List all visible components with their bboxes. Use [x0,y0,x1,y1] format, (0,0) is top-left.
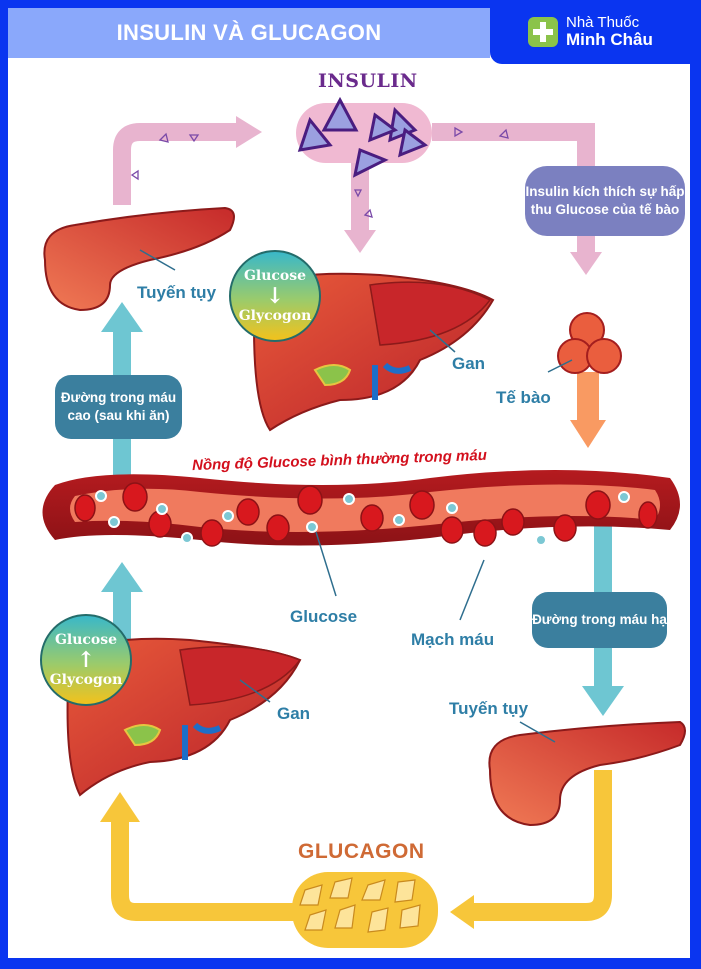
liver-top-label: Gan [452,354,486,373]
low-sugar-box: Đường trong máu hạ [532,592,667,648]
insulin-heading: INSULIN [318,70,418,92]
pancreas-bottom-illustration [488,720,686,827]
glucagon-pathway [100,770,612,948]
teal-arrow-up-icon [101,302,143,332]
teal-arrow-down-icon [582,686,624,716]
glucagon-arrow-up-icon [100,792,140,822]
cells-label: Tế bào [496,388,551,407]
brand-name: Nhà Thuốc Minh Châu [566,15,653,49]
pancreas-top-label: Tuyến tụy [137,283,217,302]
brand-line1: Nhà Thuốc [566,14,640,32]
circle-glucose-text: Glucose [54,632,118,648]
circle-glycogon-text: Glycogon [49,672,123,688]
vessel-label: Mạch máu [411,630,495,649]
insulin-pathway [113,96,602,275]
title-bar: INSULIN VÀ GLUCAGON [8,8,490,58]
high-sugar-box: Đường trong máu cao (sau khi ăn) [55,375,182,439]
arrow-down-icon: ↓ [265,283,285,309]
circle-glycogon-text: Glycogon [238,308,312,324]
cell-arrow-down-icon [570,420,606,448]
insulin-arrow-liver-icon [344,230,376,253]
brand-badge: Nhà Thuốc Minh Châu [490,0,701,64]
glycogen-to-glucose-circle: Glucose ↑ Glycogon [40,614,132,706]
page-title: INSULIN VÀ GLUCAGON [116,20,382,45]
insulin-effect-box: Insulin kích thích sự hấp thu Glucose củ… [525,166,685,236]
insulin-arrow-right-icon [236,116,262,148]
glucagon-heading: GLUCAGON [298,840,425,863]
glucose-particles [95,490,630,546]
high-sugar-arrow [101,302,143,640]
cells-illustration [547,312,622,448]
pancreas-top-illustration [43,206,235,312]
arrow-up-icon: ↑ [76,647,96,673]
circle-glucose-text: Glucose [243,268,307,284]
glucose-to-glycogen-circle: Glucose ↓ Glycogon [229,250,321,342]
insulin-molecules [297,96,429,178]
insulin-arrow-down-icon [570,252,602,275]
brand-line2: Minh Châu [566,29,653,49]
pharmacy-cross-logo-icon [528,17,558,47]
blood-vessel-illustration [42,470,680,621]
glucose-label: Glucose [290,607,358,626]
pancreas-bottom-label: Tuyến tụy [449,699,529,718]
red-blood-cells [74,482,658,547]
glucagon-arrow-left-icon [450,895,474,929]
liver-bottom-label: Gan [277,704,311,723]
